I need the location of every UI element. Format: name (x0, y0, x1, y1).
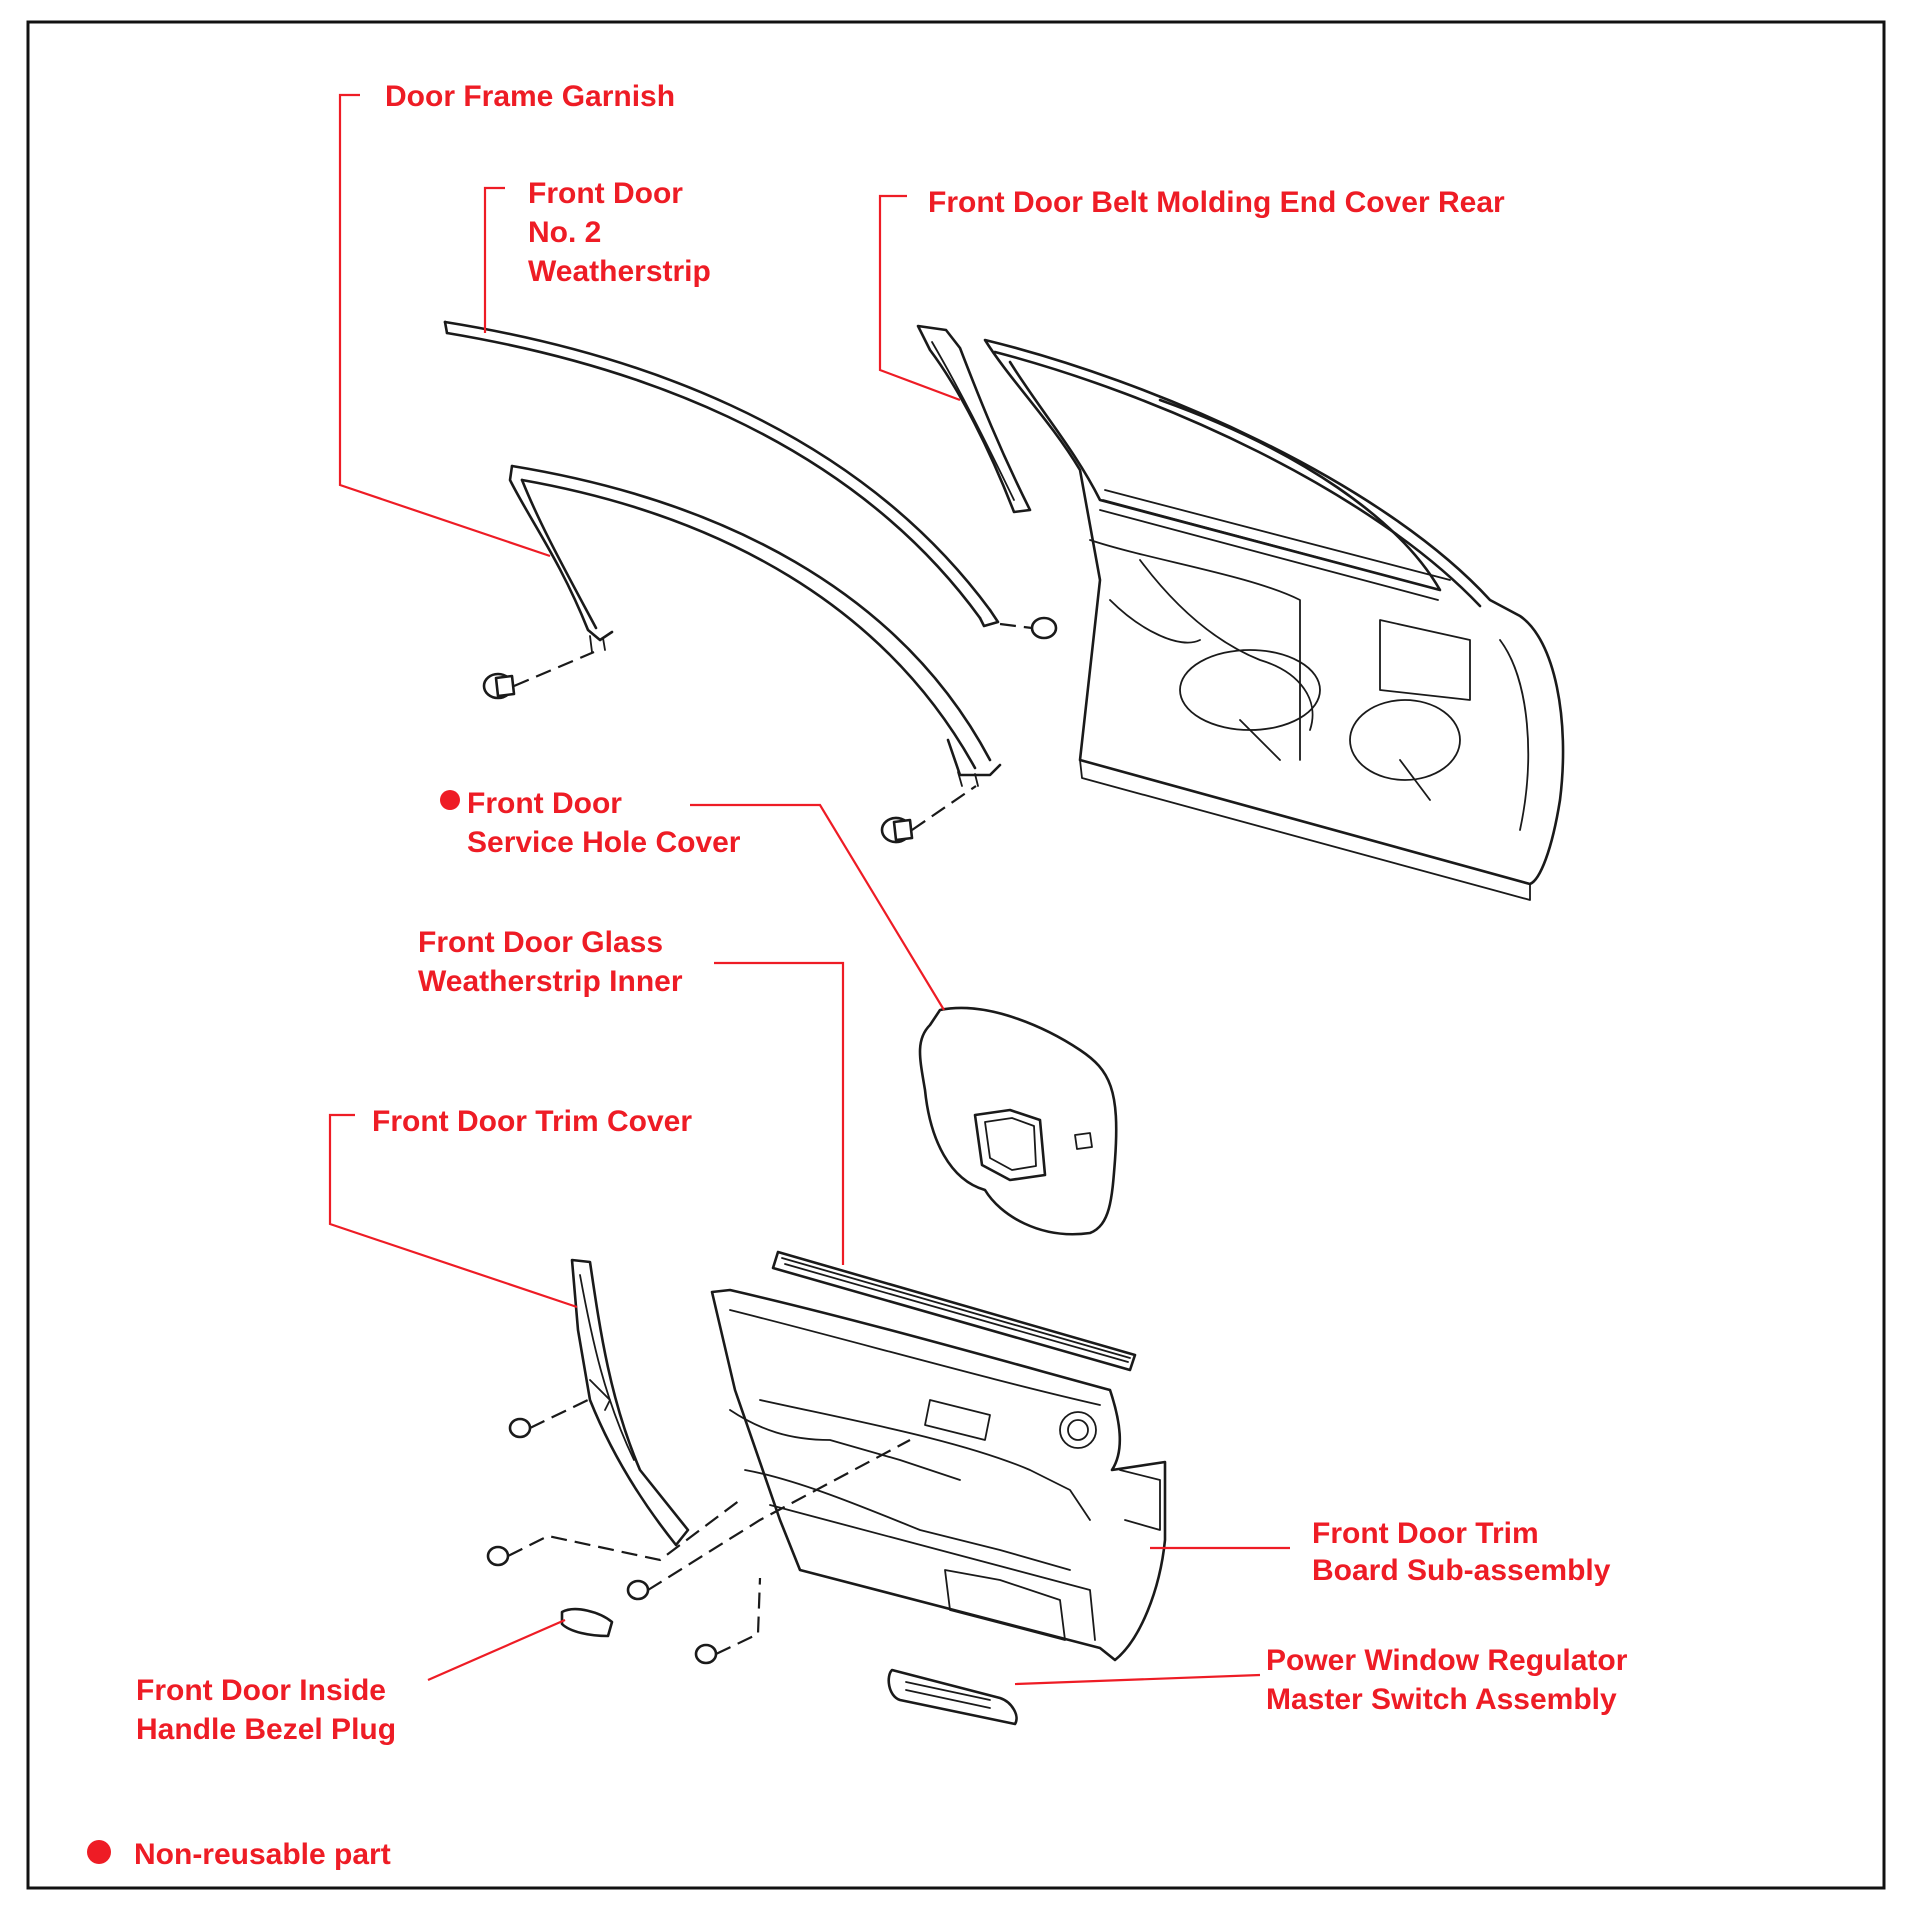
master-switch-assembly-part (887, 1668, 1018, 1726)
leader-bezel-plug (427, 1618, 566, 1682)
label-bezel-plug-line1: Front Door Inside (136, 1674, 386, 1707)
glass-weatherstrip-inner-part (771, 1250, 1137, 1372)
label-weatherstrip-no2-line2: No. 2 (528, 216, 601, 249)
front-door-no2-weatherstrip-part (443, 320, 1000, 628)
label-weatherstrip-no2-line1: Front Door (528, 177, 683, 210)
label-door-frame-garnish: Door Frame Garnish (385, 80, 675, 113)
label-master-switch-line2: Master Switch Assembly (1266, 1683, 1617, 1716)
non-reusable-marker-service-hole-cover (440, 790, 460, 810)
trim-screw-3 (626, 1439, 911, 1601)
diagram-border (26, 20, 1886, 1890)
label-trim-cover: Front Door Trim Cover (372, 1105, 692, 1138)
leader-weatherstrip-no2 (483, 186, 505, 333)
label-belt-molding-end-cover: Front Door Belt Molding End Cover Rear (928, 186, 1505, 219)
trim-screw-2 (486, 1499, 741, 1567)
leader-belt-molding-end-cover (878, 194, 961, 402)
front-door-trim-board-part (710, 1288, 1167, 1662)
label-glass-weatherstrip-inner-line1: Front Door Glass (418, 926, 663, 959)
leader-service-hole-cover (690, 803, 945, 1011)
label-glass-weatherstrip-inner-line2: Weatherstrip Inner (418, 965, 683, 998)
trim-screw-4 (694, 1577, 762, 1665)
label-trim-board-line1: Front Door Trim (1312, 1517, 1539, 1550)
leader-door-frame-garnish (338, 93, 551, 558)
trim-screw-1 (508, 1397, 593, 1439)
service-hole-cover-part (918, 1006, 1118, 1236)
legend-non-reusable-marker (87, 1840, 111, 1864)
label-service-hole-cover-line2: Service Hole Cover (467, 826, 741, 859)
label-trim-board-line2: Board Sub-assembly (1312, 1554, 1611, 1587)
legend-non-reusable-label: Non-reusable part (134, 1838, 391, 1871)
inside-handle-bezel-plug-part (560, 1607, 614, 1638)
clip-screw-upper-left (482, 650, 595, 700)
belt-molding-end-cover-rear-part (916, 324, 1032, 514)
label-service-hole-cover-line1: Front Door (467, 787, 622, 820)
leader-glass-weatherstrip-inner (714, 961, 845, 1265)
leader-trim-cover (328, 1113, 578, 1309)
leader-master-switch (1014, 1673, 1261, 1686)
clip-screw-lower-mid (880, 785, 977, 844)
front-door-panel-part (983, 338, 1565, 901)
label-master-switch-line1: Power Window Regulator (1266, 1644, 1628, 1677)
leader-lines (328, 93, 1290, 1686)
label-bezel-plug-line2: Handle Bezel Plug (136, 1713, 396, 1746)
door-frame-garnish-part (508, 464, 1002, 787)
front-door-trim-cover-part (570, 1258, 690, 1547)
clip-screw-right (999, 616, 1058, 640)
label-weatherstrip-no2-line3: Weatherstrip (528, 255, 711, 288)
